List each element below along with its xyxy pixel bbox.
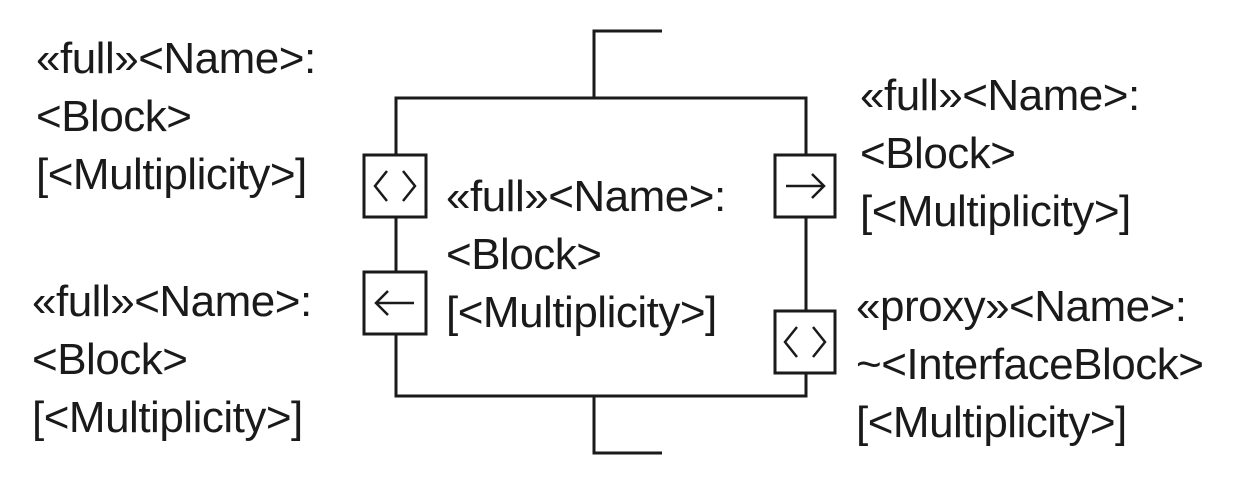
top-connector-line xyxy=(592,29,662,98)
part-frame xyxy=(394,96,808,398)
chevron-left-icon xyxy=(373,170,388,202)
label-type: <Block> xyxy=(446,230,602,279)
label-type: <Block> xyxy=(36,92,192,141)
label-bottom-right: «proxy»<Name>: ~<InterfaceBlock> [<Multi… xyxy=(856,278,1204,452)
arrow-left-icon xyxy=(374,290,414,316)
label-multiplicity: [<Multiplicity>] xyxy=(856,398,1127,447)
label-multiplicity: [<Multiplicity>] xyxy=(32,393,303,442)
label-type: <Block> xyxy=(860,129,1016,178)
label-multiplicity: [<Multiplicity>] xyxy=(860,187,1131,236)
label-name: «full»<Name>: xyxy=(860,71,1140,120)
label-bottom-left: «full»<Name>: <Block> [<Multiplicity>] xyxy=(32,273,312,447)
port-left-upper[interactable] xyxy=(362,153,428,219)
label-top-left: «full»<Name>: <Block> [<Multiplicity>] xyxy=(36,30,316,204)
label-type: ~<InterfaceBlock> xyxy=(856,340,1204,389)
chevron-left-icon xyxy=(783,326,798,358)
label-name: «full»<Name>: xyxy=(32,277,312,326)
chevron-right-icon xyxy=(402,170,417,202)
label-top-right: «full»<Name>: <Block> [<Multiplicity>] xyxy=(860,67,1140,241)
port-left-lower[interactable] xyxy=(362,270,428,336)
label-center: «full»<Name>: <Block> [<Multiplicity>] xyxy=(446,168,726,342)
label-multiplicity: [<Multiplicity>] xyxy=(36,150,307,199)
arrow-right-icon xyxy=(786,173,826,199)
port-right-lower[interactable] xyxy=(773,309,837,375)
chevron-right-icon xyxy=(812,326,827,358)
bottom-connector-line xyxy=(592,396,662,455)
label-name: «full»<Name>: xyxy=(446,172,726,221)
label-type: <Block> xyxy=(32,335,188,384)
label-name: «full»<Name>: xyxy=(36,34,316,83)
port-right-upper[interactable] xyxy=(773,153,837,219)
label-name: «proxy»<Name>: xyxy=(856,282,1187,331)
label-multiplicity: [<Multiplicity>] xyxy=(446,288,717,337)
